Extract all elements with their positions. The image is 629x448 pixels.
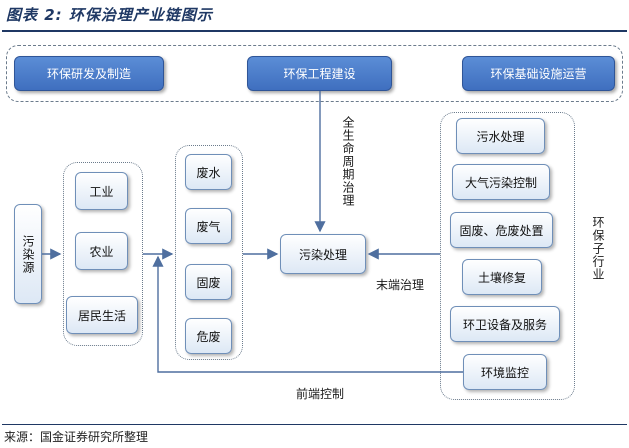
sub-industry-label: 环保子行业 xyxy=(591,216,605,281)
pollutant-solid-waste: 固废 xyxy=(185,264,232,300)
pollution-source-label: 污染源 xyxy=(21,234,35,274)
pollution-treatment-box: 污染处理 xyxy=(280,234,366,274)
pollutant-wastewater: 废水 xyxy=(185,154,232,190)
rd-manufacturing-box: 环保研发及制造 xyxy=(14,56,164,91)
infrastructure-operation-box: 环保基础设施运营 xyxy=(462,56,615,91)
end-treatment-label: 末端治理 xyxy=(376,278,425,292)
top-row-container xyxy=(6,45,623,102)
pollutants-group xyxy=(175,145,243,360)
pollutant-hazardous-waste: 危废 xyxy=(185,318,232,354)
engineering-construction-box: 环保工程建设 xyxy=(247,56,392,91)
sub-industries-group xyxy=(440,112,575,400)
sources-group xyxy=(63,162,143,346)
source-industry: 工业 xyxy=(75,172,128,210)
source-note: 来源：国金证券研究所整理 xyxy=(4,430,149,444)
sub-industry-solid-hazardous: 固废、危废处置 xyxy=(450,212,553,248)
source-residential: 居民生活 xyxy=(66,296,138,334)
figure-title: 图表 2: 环保治理产业链图示 xyxy=(6,6,213,24)
footer-divider xyxy=(2,424,627,425)
pollutant-waste-gas: 废气 xyxy=(185,208,232,244)
sub-industry-air-pollution: 大气污染控制 xyxy=(452,164,550,200)
front-control-label: 前端控制 xyxy=(296,387,345,401)
front-control-arrow xyxy=(152,255,463,373)
sub-industry-monitoring: 环境监控 xyxy=(463,354,547,390)
sub-industry-sanitation: 环卫设备及服务 xyxy=(450,306,560,342)
title-divider xyxy=(2,30,627,32)
sub-industry-soil-remediation: 土壤修复 xyxy=(462,259,542,295)
source-agriculture: 农业 xyxy=(75,232,128,270)
pollution-source-box: 污染源 xyxy=(14,204,42,304)
lifecycle-label: 全生命周期治理 xyxy=(341,116,355,207)
sub-industry-wastewater: 污水处理 xyxy=(456,118,545,154)
